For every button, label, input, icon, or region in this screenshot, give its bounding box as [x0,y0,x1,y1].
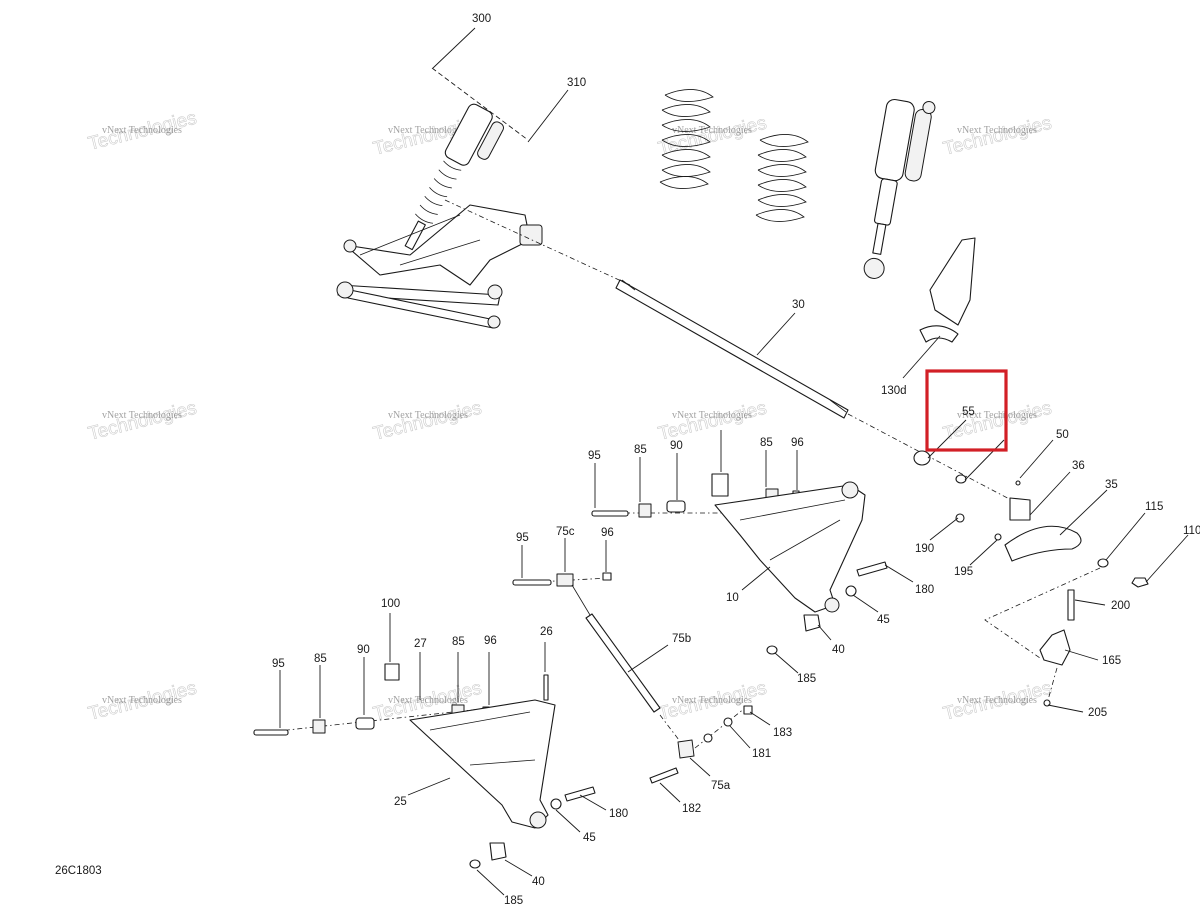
shock-bracket [929,237,976,326]
callout-36: 36 [1072,460,1085,472]
callout-195: 195 [954,566,973,578]
watermark-small: vNext Technologies [388,695,468,706]
callout-110: 110 [1183,525,1200,537]
callout-55: 55 [962,406,975,418]
callout-180: 180 [609,808,628,820]
watermark-small: vNext Technologies [672,695,752,706]
callout-50: 50 [1056,429,1069,441]
callout-96: 96 [791,437,804,449]
callout-115: 115 [1145,501,1163,513]
watermark-small: vNext Technologies [102,410,182,421]
callout-45: 45 [877,614,890,626]
tie-rod-group [512,572,753,784]
coil-spring-right [755,134,809,222]
watermark-small: vNext Technologies [388,125,468,136]
callout-185: 185 [504,895,523,906]
callout-10: 10 [726,592,739,604]
callout-35: 35 [1105,479,1118,491]
callout-75a: 75a [711,780,731,792]
callout-95: 95 [588,450,601,462]
callout-95: 95 [516,532,529,544]
springs-group [659,89,976,343]
watermark-big: Technologies [656,398,769,445]
watermark-small: vNext Technologies [957,695,1037,706]
hub-parts [913,450,1149,707]
watermark-big: Technologies [371,398,484,445]
callout-181: 181 [752,748,771,760]
watermark-small: vNext Technologies [102,695,182,706]
watermark-small: vNext Technologies [957,410,1037,421]
lower-arm-group [253,663,596,869]
callout-85: 85 [760,437,773,449]
callout-180: 180 [915,584,934,596]
leader-lines [279,27,1189,896]
callout-25: 25 [394,796,407,808]
watermark-big: Technologies [941,113,1054,160]
watermark-big: Technologies [86,398,199,445]
watermark-small: vNext Technologies [957,125,1037,136]
callout-100: 100 [381,598,400,610]
callout-182: 182 [682,803,701,815]
callout-190: 190 [915,543,934,555]
callout-165: 165 [1102,655,1121,667]
callout-40: 40 [832,644,845,656]
callout-95: 95 [272,658,285,670]
watermark-small: vNext Technologies [102,125,182,136]
clip-130d [919,325,959,343]
callout-30: 30 [792,299,805,311]
callout-96: 96 [484,635,497,647]
watermark-small: vNext Technologies [672,410,752,421]
callout-200: 200 [1111,600,1130,612]
shock-absorber [863,98,936,279]
callout-310: 310 [567,77,586,89]
watermark-small: vNext Technologies [388,410,468,421]
callout-85: 85 [634,444,647,456]
watermark-big: Technologies [941,398,1054,445]
callout-75c: 75c [556,526,575,538]
callout-40: 40 [532,876,545,888]
callout-130d: 130d [881,385,907,397]
coil-spring-left [659,89,714,189]
upper-arm-group [591,473,888,655]
callout-205: 205 [1088,707,1107,719]
callout-90: 90 [357,644,370,656]
callout-85: 85 [314,653,327,665]
drive-shaft [444,199,1016,503]
callout-300: 300 [472,13,491,25]
callout-96: 96 [601,527,614,539]
callout-90: 90 [670,440,683,452]
watermark-group: Technologies vNext Technologies Technolo… [86,107,1054,725]
diagram-reference-code: 26C1803 [55,865,102,877]
callout-45: 45 [583,832,596,844]
highlight-box [925,369,1008,452]
assembled-suspension [336,103,543,329]
callout-labels: 300 310 30 130d 55 50 36 35 115 110 190 … [272,13,1200,906]
ball-joint-165 [1039,629,1071,666]
watermark-small: vNext Technologies [672,125,752,136]
callout-75b: 75b [672,633,691,645]
callout-85: 85 [452,636,465,648]
callout-26: 26 [540,626,553,638]
callout-185: 185 [797,673,816,685]
callout-27: 27 [414,638,427,650]
callout-183: 183 [773,727,792,739]
